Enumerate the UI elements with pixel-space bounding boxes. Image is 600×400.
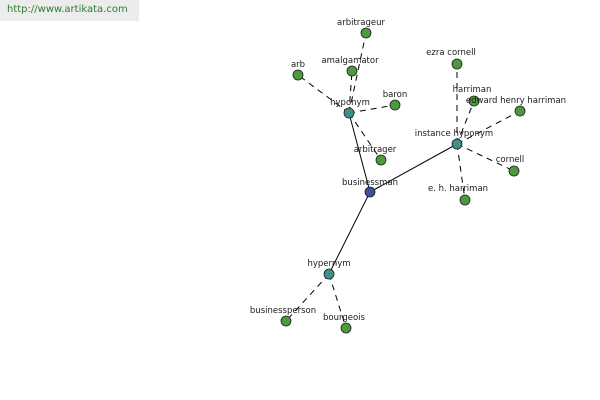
edge-hypernym-to-bourgeois: [328, 273, 347, 329]
nodes-layer: [280, 27, 526, 334]
label-bourgeois: bourgeois: [323, 313, 366, 323]
label-hyponym: hyponym: [330, 98, 370, 108]
node-cornell[interactable]: [508, 165, 520, 177]
label-cornell: cornell: [496, 155, 525, 165]
label-arbitrageur: arbitrageur: [337, 18, 386, 28]
node-hyponym[interactable]: [343, 107, 355, 119]
node-e-h-harriman[interactable]: [459, 194, 471, 206]
node-arb[interactable]: [292, 69, 304, 81]
node-hypernym[interactable]: [323, 268, 335, 280]
site-url-link[interactable]: http://www.artikata.com: [0, 0, 139, 21]
node-ezra-cornell[interactable]: [451, 58, 463, 70]
edge-businessman-to-hypernym: [328, 191, 371, 275]
node-arbitrageur[interactable]: [360, 27, 372, 39]
label-instance-hyponym: instance hyponym: [415, 129, 493, 139]
edges-layer: [285, 32, 521, 329]
node-businessperson[interactable]: [280, 315, 292, 327]
edge-instance-hyponym-to-edward-henry-harriman: [456, 110, 521, 145]
label-hypernym: hypernym: [307, 259, 350, 269]
node-harriman[interactable]: [468, 95, 480, 107]
edge-instance-hyponym-to-harriman: [456, 100, 475, 145]
node-businessman[interactable]: [364, 186, 376, 198]
label-e-h-harriman: e. h. harriman: [428, 184, 488, 194]
node-arbitrager[interactable]: [375, 154, 387, 166]
label-arbitrager: arbitrager: [354, 145, 397, 155]
edge-businessman-to-hyponym: [348, 112, 371, 193]
edge-hyponym-to-arbitrageur: [348, 32, 367, 114]
edge-hyponym-to-baron: [348, 104, 396, 114]
label-arb: arb: [291, 60, 305, 70]
edge-hyponym-to-arbitrager: [348, 112, 382, 161]
label-amalgamator: amalgamator: [321, 56, 379, 66]
edge-hyponym-to-amalgamator: [348, 70, 353, 114]
edge-instance-hyponym-to-e-h-harriman: [456, 143, 466, 201]
node-bourgeois[interactable]: [340, 322, 352, 334]
node-amalgamator[interactable]: [346, 65, 358, 77]
edge-businessman-to-instance-hyponym: [369, 143, 458, 193]
label-baron: baron: [383, 90, 408, 100]
node-instance-hyponym[interactable]: [451, 138, 463, 150]
node-edward-henry-harriman[interactable]: [514, 105, 526, 117]
label-businessperson: businessperson: [250, 306, 316, 316]
label-businessman: businessman: [342, 178, 398, 188]
label-harriman: harriman: [453, 85, 492, 95]
label-edward-henry-harriman: edward henry harriman: [466, 96, 566, 106]
node-baron[interactable]: [389, 99, 401, 111]
label-ezra-cornell: ezra cornell: [426, 48, 476, 58]
labels-layer: businessman hyponym instance hyponym hypern…: [250, 18, 566, 323]
